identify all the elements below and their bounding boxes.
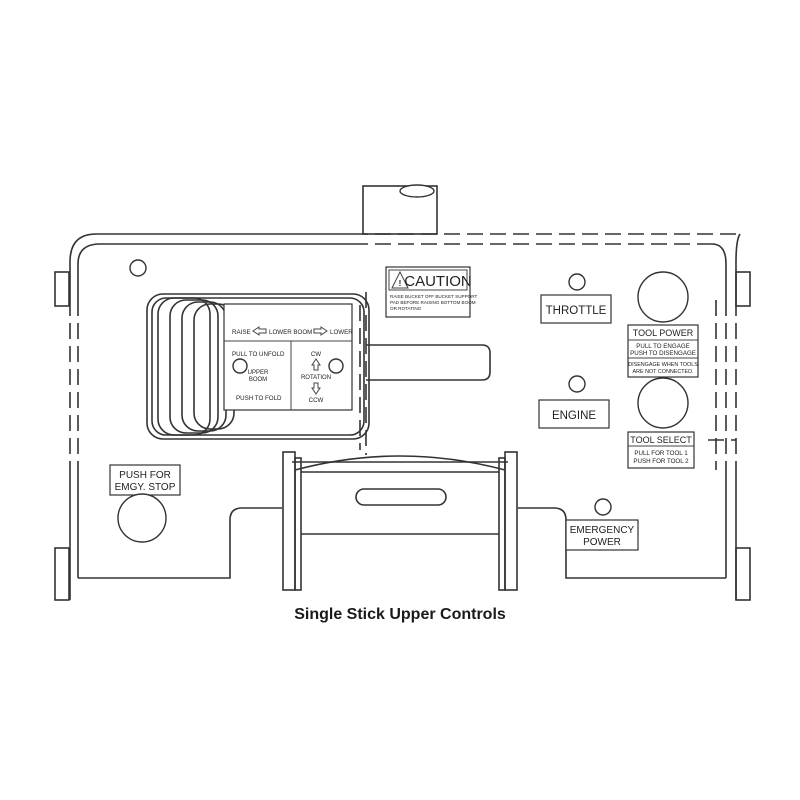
svg-text:!: !	[399, 279, 402, 288]
caution-line-2: PAD BEFORE RAISING BOTTOM BOOM	[390, 300, 476, 305]
caution-line-1: RAISE BUCKET OFF BUCKET SUPPORT	[390, 294, 477, 299]
joystick-lower-boom-label: LOWER BOOM	[269, 329, 312, 336]
joystick-cw-label: CW	[311, 351, 321, 358]
joystick-lower-label: LOWER	[330, 329, 353, 336]
throttle-control[interactable]: THROTTLE	[540, 273, 612, 324]
joystick-ccw-label: CCW	[309, 397, 324, 404]
tool-select-control[interactable]: TOOL SELECT PULL FOR TOOL 1 PUSH FOR TOO…	[627, 377, 695, 469]
tool-power-line-2: PUSH TO DISENGAGE	[630, 350, 696, 357]
arrow-up-icon	[311, 358, 321, 371]
panel-frame	[69, 233, 741, 600]
emergency-power-control[interactable]: EMERGENCY POWER	[565, 498, 639, 551]
tool-power-line-1: PULL TO ENGAGE	[636, 343, 690, 350]
tool-power-title: TOOL POWER	[633, 328, 694, 338]
diagram-caption: Single Stick Upper Controls	[294, 606, 506, 623]
tool-power-control[interactable]: TOOL POWER PULL TO ENGAGE PUSH TO DISENG…	[627, 271, 699, 378]
engine-label: ENGINE	[552, 410, 596, 422]
engine-control[interactable]: ENGINE	[538, 375, 610, 429]
caution-title: CAUTION	[404, 273, 472, 290]
tool-select-line-2: PUSH FOR TOOL 2	[633, 458, 689, 465]
emergency-stop-control[interactable]: PUSH FOR EMGY. STOP	[109, 464, 181, 543]
caution-line-3: OR ROTATING	[390, 306, 422, 311]
emgy-stop-label-2: EMGY. STOP	[115, 482, 176, 493]
emgy-stop-label-1: PUSH FOR	[119, 470, 171, 481]
arrow-left-icon	[252, 326, 267, 336]
emergency-power-label-2: POWER	[583, 537, 621, 548]
tool-select-line-1: PULL FOR TOOL 1	[634, 450, 688, 457]
tool-select-title: TOOL SELECT	[630, 435, 692, 445]
tool-power-warning-1: DISENGAGE WHEN TOOLS	[628, 362, 698, 368]
joystick-pull-unfold-label: PULL TO UNFOLD	[232, 351, 285, 358]
top-pipe	[362, 184, 438, 235]
tool-power-warning-2: ARE NOT CONNECTED.	[633, 369, 694, 375]
center-bracket	[282, 451, 518, 591]
joystick-upper-label: UPPER	[248, 370, 269, 376]
caution-triangle-icon	[391, 270, 409, 289]
joystick-push-fold-label: PUSH TO FOLD	[236, 395, 282, 402]
arrow-right-icon	[313, 326, 328, 336]
throttle-label: THROTTLE	[546, 305, 607, 317]
joystick-rotation-label: ROTATION	[301, 375, 331, 381]
caution-decal: ! CAUTION RAISE BUCKET OFF BUCKET SUPPOR…	[385, 266, 477, 318]
emergency-power-label-1: EMERGENCY	[570, 525, 635, 536]
joystick-assembly[interactable]: RAISE LOWER BOOM LOWER PULL TO UNFOLD UP…	[146, 293, 491, 440]
joystick-raise-label: RAISE	[232, 329, 251, 336]
arrow-down-icon	[311, 382, 321, 395]
joystick-boom-label: BOOM	[249, 377, 267, 383]
mounting-tabs	[54, 271, 751, 601]
